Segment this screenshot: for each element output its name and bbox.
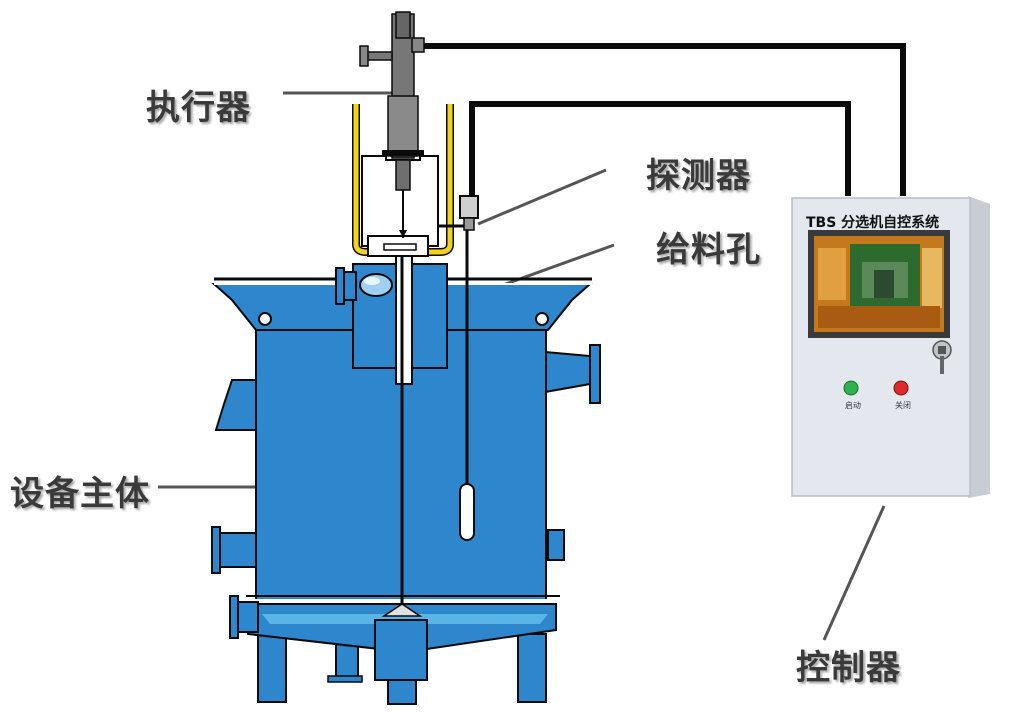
sight-glass [359, 273, 393, 297]
leader-controller [822, 505, 886, 641]
stop-button-label: 关闭 [895, 401, 911, 410]
label-controller: 控制器 [796, 648, 901, 688]
lifting-lugs [258, 312, 549, 326]
cabinet-side [968, 196, 990, 498]
bottom-valve [381, 603, 423, 617]
cabinet-key-switch [932, 340, 952, 374]
detector-head [459, 195, 479, 219]
start-button [843, 380, 859, 396]
start-button-label: 启动 [845, 401, 861, 410]
right-nozzles [544, 344, 601, 561]
stop-button [893, 380, 909, 396]
leader-detector [477, 168, 607, 226]
support-legs [257, 633, 547, 705]
bottom-discharge [374, 619, 428, 681]
control-wire-detector [469, 101, 851, 198]
label-main-body: 设备主体 [10, 474, 150, 514]
control-wire-actuator [418, 43, 906, 196]
label-actuator: 执行器 [146, 88, 251, 128]
label-detector: 探测器 [646, 156, 751, 196]
cabinet-title: TBS 分选机自控系统 [806, 215, 940, 231]
left-nozzles [211, 379, 259, 639]
detector-probe [459, 483, 475, 541]
label-feed-hole: 给料孔 [656, 230, 761, 270]
